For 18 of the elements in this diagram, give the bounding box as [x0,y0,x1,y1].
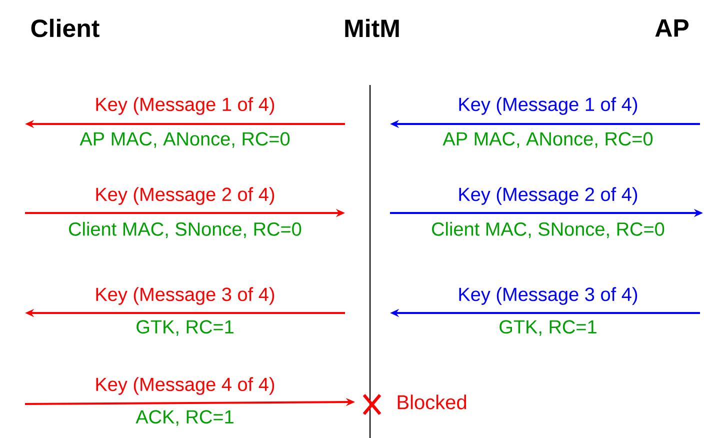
message-label: Key (Message 1 of 4) [96,97,274,115]
message-fields: ACK, RC=1 [136,410,234,426]
actor-heading: MitM [345,18,399,38]
message-fields: Client MAC, SNonce, RC=0 [69,222,302,238]
actor-heading: Client [31,18,100,38]
message-fields: AP MAC, ANonce, RC=0 [442,132,653,148]
message-label: Key (Message 2 of 4) [459,187,638,205]
message-label: Key (Message 3 of 4) [96,287,274,305]
actor-heading: AP [655,19,688,37]
edge-label: Key (Message 4 of 4) [96,377,274,395]
blocked-label: Blocked [398,394,466,410]
message-label: Key (Message 3 of 4) [459,287,638,305]
message-fields: AP MAC, ANonce, RC=0 [80,132,290,148]
message-fields: GTK, RC=1 [136,320,234,336]
message-fields: GTK, RC=1 [500,320,596,336]
message-fields: Client MAC, SNonce, RC=0 [432,222,664,238]
message-label: Key (Message 2 of 4) [96,187,274,205]
message-label: Key (Message 1 of 4) [459,97,638,115]
